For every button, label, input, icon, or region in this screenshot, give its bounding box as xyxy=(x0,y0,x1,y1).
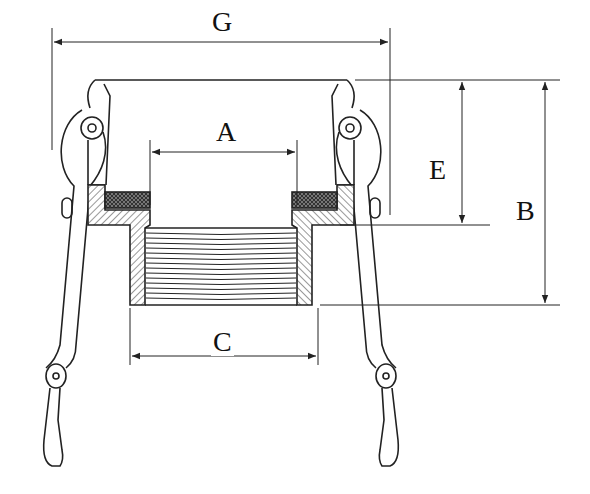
dimension-label: B xyxy=(514,197,537,225)
thread-line xyxy=(146,238,296,240)
thread-line xyxy=(146,253,296,255)
dimension-label: G xyxy=(210,8,234,36)
coupling-body xyxy=(44,80,399,466)
thread-line xyxy=(146,268,296,270)
dimension-lines xyxy=(52,28,560,365)
dimension-label: C xyxy=(211,328,234,356)
thread-line xyxy=(146,283,296,285)
thread-line xyxy=(146,298,296,300)
thread-line xyxy=(146,248,296,250)
thread-line xyxy=(146,273,296,275)
thread-line xyxy=(146,263,296,265)
thread-line xyxy=(146,278,296,280)
screw-threads xyxy=(146,233,296,300)
thread-line xyxy=(146,288,296,290)
thread-line xyxy=(146,233,296,235)
dimension-label: A xyxy=(214,118,238,146)
thread-line xyxy=(146,258,296,260)
dimension-label: E xyxy=(427,156,448,184)
thread-line xyxy=(146,243,296,245)
thread-line xyxy=(146,293,296,295)
